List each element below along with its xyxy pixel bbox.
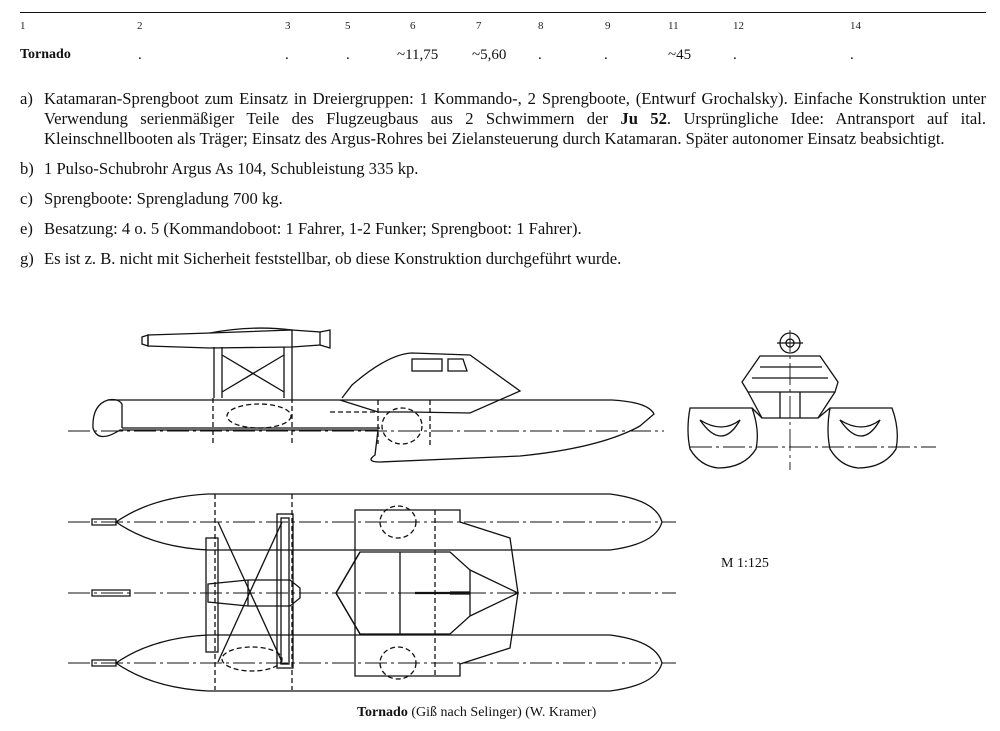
note-marker: g) xyxy=(20,249,34,268)
column-number: 6 xyxy=(410,20,416,32)
notes-list: a) Katamaran-Sprengboot zum Einsatz in D… xyxy=(20,89,986,279)
table-cell: ~5,60 xyxy=(472,47,507,63)
table-cell: . xyxy=(138,47,142,63)
note-marker: b) xyxy=(20,159,34,178)
note-text: 1 Pulso-Schubrohr Argus As 104, Schublei… xyxy=(44,159,419,178)
table-cell: . xyxy=(850,47,854,63)
note-text: Es ist z. B. nicht mit Sicherheit festst… xyxy=(44,249,622,268)
column-number: 5 xyxy=(345,20,351,32)
note-a: a) Katamaran-Sprengboot zum Einsatz in D… xyxy=(20,89,986,149)
front-view-drawing xyxy=(687,330,936,470)
column-number: 12 xyxy=(733,20,744,32)
table-cell: . xyxy=(538,47,542,63)
column-number: 1 xyxy=(20,20,26,32)
table-top-rule xyxy=(20,12,986,13)
note-c: c) Sprengboote: Sprengladung 700 kg. xyxy=(20,189,986,209)
row-name: Tornado xyxy=(20,47,71,62)
note-b: b) 1 Pulso-Schubrohr Argus As 104, Schub… xyxy=(20,159,986,179)
column-number: 3 xyxy=(285,20,291,32)
table-cell: . xyxy=(346,47,350,63)
note-marker: a) xyxy=(20,89,33,108)
column-number: 11 xyxy=(668,20,679,32)
figure-caption: Tornado (Giß nach Selinger) (W. Kramer) xyxy=(357,705,597,720)
note-text: Besatzung: 4 o. 5 (Kommandoboot: 1 Fahre… xyxy=(44,219,582,238)
scale-label: M 1:125 xyxy=(721,556,769,571)
table-cell: ~11,75 xyxy=(397,47,439,63)
column-number: 14 xyxy=(850,20,861,32)
note-marker: c) xyxy=(20,189,33,208)
column-number: 7 xyxy=(476,20,482,32)
column-number: 9 xyxy=(605,20,611,32)
table-cell: . xyxy=(733,47,737,63)
side-view-drawing xyxy=(68,327,664,463)
top-view-drawing xyxy=(68,493,676,692)
note-text: Katamaran-Sprengboot zum Einsatz in Drei… xyxy=(44,89,986,148)
note-g: g) Es ist z. B. nicht mit Sicherheit fes… xyxy=(20,249,986,269)
column-number: 8 xyxy=(538,20,544,32)
note-e: e) Besatzung: 4 o. 5 (Kommandoboot: 1 Fa… xyxy=(20,219,986,239)
note-text: Sprengboote: Sprengladung 700 kg. xyxy=(44,189,283,208)
table-cell: ~45 xyxy=(668,47,692,63)
note-marker: e) xyxy=(20,219,33,238)
column-number: 2 xyxy=(137,20,143,32)
table-cell: . xyxy=(604,47,608,63)
table-cell: . xyxy=(285,47,289,63)
